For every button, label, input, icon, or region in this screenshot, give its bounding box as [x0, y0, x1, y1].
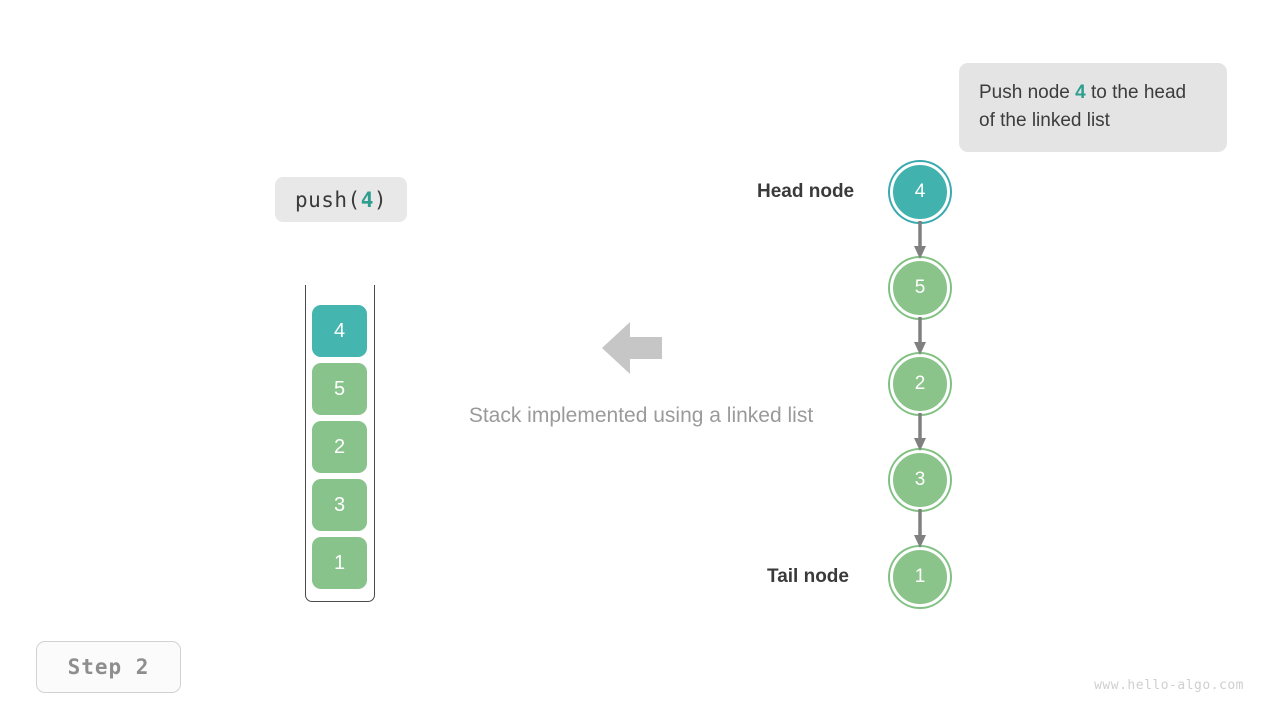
- head-node-label: Head node: [757, 181, 855, 202]
- tooltip-text-before: Push node: [979, 82, 1076, 103]
- operation-suffix: ): [373, 187, 388, 212]
- stack-cell: 1: [312, 537, 367, 589]
- node-value: 3: [914, 469, 926, 490]
- tooltip-accent-value: 4: [1075, 82, 1086, 103]
- equivalence-arrow-icon: [602, 320, 662, 376]
- node-value: 1: [914, 566, 926, 587]
- operation-label: push(4): [275, 177, 407, 222]
- stack-cell-value: 2: [333, 435, 346, 458]
- stack-cell: 5: [312, 363, 367, 415]
- step-badge: Step 2: [36, 641, 181, 693]
- operation-prefix: push(: [294, 187, 361, 212]
- stack-cell-value: 1: [333, 551, 346, 574]
- linked-list-node: 2: [890, 354, 950, 414]
- linked-list-node: 4: [890, 162, 950, 222]
- stack-cell: 4: [312, 305, 367, 357]
- node-value: 2: [914, 373, 926, 394]
- link-arrow-icon: [912, 413, 928, 452]
- stack-cell-list: 4 5 2 3 1: [312, 305, 367, 589]
- link-arrow-icon: [912, 509, 928, 549]
- stack-container: [305, 285, 375, 602]
- stack-cell: 3: [312, 479, 367, 531]
- link-arrow-icon: [912, 317, 928, 356]
- tail-node-label: Tail node: [767, 566, 849, 587]
- node-value: 4: [914, 181, 926, 202]
- watermark: www.hello-algo.com: [1094, 678, 1244, 693]
- linked-list-node: 1: [890, 547, 950, 607]
- stack-cell-value: 5: [333, 377, 346, 400]
- tooltip-text-after: to the head of the linked list: [979, 82, 1187, 131]
- stack-cell-value: 4: [333, 319, 346, 342]
- linked-list-node: 5: [890, 258, 950, 318]
- stack-cell-value: 3: [333, 493, 346, 516]
- stack-cell: 2: [312, 421, 367, 473]
- diagram-caption: Stack implemented using a linked list: [468, 404, 814, 427]
- node-value: 5: [914, 277, 926, 298]
- description-tooltip: Push node 4 to the head of the linked li…: [959, 63, 1227, 152]
- link-arrow-icon: [912, 221, 928, 260]
- operation-value: 4: [360, 187, 374, 212]
- linked-list-node: 3: [890, 450, 950, 510]
